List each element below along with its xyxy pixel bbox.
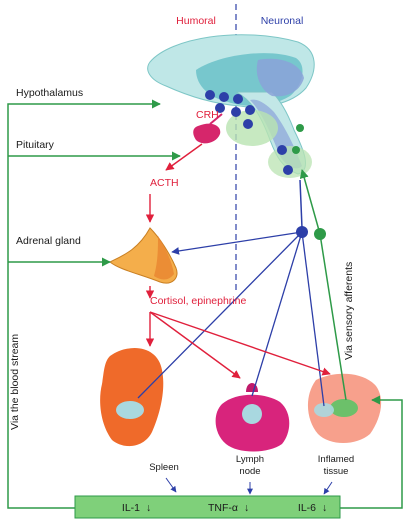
hypothalamus-illustration <box>147 34 315 229</box>
cytokine-il1-arrow: ↓ <box>146 502 151 514</box>
cytokine-il6: IL-6 <box>298 502 316 514</box>
cytokine-il6-arrow: ↓ <box>322 502 327 514</box>
cytokine-tnf-arrow: ↓ <box>244 502 249 514</box>
adrenal-gland-label: Adrenal gland <box>16 235 81 247</box>
blood-stream-path <box>7 99 161 509</box>
pituitary-gland <box>193 123 221 144</box>
blood-stream-label: Via the blood stream <box>9 334 21 430</box>
cytokine-il1: IL-1 <box>122 502 140 514</box>
hypothalamus-label: Hypothalamus <box>16 87 83 99</box>
inflamed-tissue-label-line1: Inflamed <box>318 454 354 465</box>
pituitary-label: Pituitary <box>16 139 55 151</box>
humoral-header: Humoral <box>176 15 216 27</box>
crh-label: CRH <box>196 109 219 121</box>
sensory-afferent-fiber <box>319 233 347 401</box>
spleen <box>100 347 164 447</box>
sensory-afferents-label: Via sensory afferents <box>343 262 355 360</box>
spleen-label: Spleen <box>149 462 179 473</box>
inflamed-tissue-label-line2: tissue <box>324 466 349 477</box>
cytokine-box <box>74 495 341 519</box>
sensory-afferent-return <box>340 395 403 509</box>
neuronal-header: Neuronal <box>261 15 304 27</box>
inflamed-tissue <box>307 373 382 443</box>
lymph-node-label-line1: Lymph <box>236 454 264 465</box>
acth-label: ACTH <box>150 177 179 189</box>
lymph-node-label-line2: node <box>239 466 260 477</box>
cytokine-tnf: TNF-α <box>208 502 238 514</box>
cortisol-label: Cortisol, epinephrine <box>150 295 246 307</box>
